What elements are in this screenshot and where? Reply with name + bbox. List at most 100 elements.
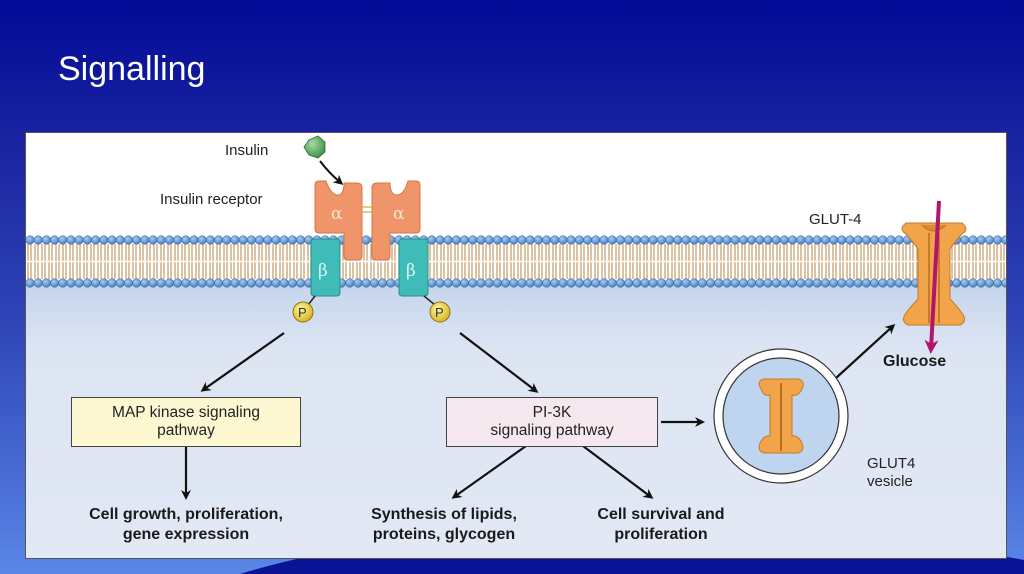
- membrane-phospholipid-head: [287, 235, 297, 245]
- membrane-phospholipid-head: [501, 278, 511, 288]
- membrane-phospholipid-head: [156, 235, 166, 245]
- membrane-phospholipid-head: [779, 278, 789, 288]
- membrane-phospholipid-head: [140, 278, 150, 288]
- receptor-alpha-left: [314, 180, 363, 261]
- membrane-phospholipid-head: [525, 278, 535, 288]
- membrane-phospholipid-head: [870, 278, 880, 288]
- membrane-phospholipid-head: [665, 235, 675, 245]
- membrane-phospholipid-head: [853, 278, 863, 288]
- membrane-phospholipid-head: [115, 278, 125, 288]
- membrane-phospholipid-head: [689, 235, 699, 245]
- membrane-phospholipid-head: [271, 278, 281, 288]
- insulin-receptor-label: Insulin receptor: [160, 191, 263, 208]
- membrane-phospholipid-head: [91, 278, 101, 288]
- membrane-phospholipid-head: [451, 235, 461, 245]
- alpha-label-left: α: [331, 204, 343, 224]
- membrane-phospholipid-head: [99, 278, 109, 288]
- membrane-phospholipid-head: [952, 278, 962, 288]
- glut4-vesicle-label: GLUT4 vesicle: [867, 455, 915, 491]
- membrane-phospholipid-head: [976, 278, 986, 288]
- membrane-phospholipid-head: [591, 235, 601, 245]
- membrane-phospholipid-head: [492, 235, 502, 245]
- membrane-phospholipid-head: [271, 235, 281, 245]
- membrane-phospholipid-head: [648, 235, 658, 245]
- membrane-phospholipid-head: [107, 278, 117, 288]
- membrane-phospholipid-head: [82, 278, 92, 288]
- membrane-phospholipid-head: [58, 278, 68, 288]
- membrane-phospholipid-head: [50, 278, 60, 288]
- receptor-beta-left: [310, 238, 341, 297]
- membrane-phospholipid-head: [173, 278, 183, 288]
- membrane-phospholipid-head: [648, 278, 658, 288]
- membrane-phospholipid-head: [50, 235, 60, 245]
- membrane-phospholipid-head: [845, 235, 855, 245]
- membrane-phospholipid-head: [804, 278, 814, 288]
- membrane-phospholipid-head: [296, 278, 306, 288]
- membrane-phospholipid-head: [197, 235, 207, 245]
- membrane-phospholipid-head: [566, 278, 576, 288]
- membrane-phospholipid-head: [820, 278, 830, 288]
- glut4-vesicle: [713, 348, 849, 484]
- membrane-phospholipid-head: [82, 235, 92, 245]
- membrane-phospholipid-head: [812, 235, 822, 245]
- membrane-phospholipid-head: [615, 235, 625, 245]
- membrane-phospholipid-head: [517, 278, 527, 288]
- membrane-phospholipid-head: [574, 235, 584, 245]
- membrane-phospholipid-head: [107, 235, 117, 245]
- membrane-phospholipid-head: [771, 235, 781, 245]
- membrane-phospholipid-head: [747, 235, 757, 245]
- membrane-phospholipid-head: [697, 235, 707, 245]
- membrane-phospholipid-head: [640, 235, 650, 245]
- membrane-phospholipid-head: [222, 235, 232, 245]
- membrane-phospholipid-head: [156, 278, 166, 288]
- membrane-phospholipid-head: [287, 278, 297, 288]
- membrane-phospholipid-head: [279, 235, 289, 245]
- membrane-phospholipid-head: [624, 278, 634, 288]
- map-kinase-pathway-box: MAP kinase signaling pathway: [71, 397, 301, 447]
- membrane-phospholipid-head: [484, 278, 494, 288]
- membrane-phospholipid-head: [599, 235, 609, 245]
- outcome-survival: Cell survival and proliferation: [571, 505, 751, 545]
- membrane-phospholipid-head: [263, 278, 273, 288]
- membrane-phospholipid-head: [509, 278, 519, 288]
- membrane-phospholipid-head: [878, 278, 888, 288]
- membrane-phospholipid-head: [1001, 235, 1006, 245]
- membrane-phospholipid-head: [173, 235, 183, 245]
- membrane-phospholipid-head: [279, 278, 289, 288]
- outcome-survival-line2: proliferation: [614, 526, 708, 543]
- outcome-cell-growth: Cell growth, proliferation, gene express…: [56, 505, 316, 545]
- membrane-phospholipid-head: [181, 278, 191, 288]
- outcome-synthesis-line2: proteins, glycogen: [372, 526, 516, 543]
- membrane-phospholipid-head: [730, 235, 740, 245]
- membrane-phospholipid-head: [640, 278, 650, 288]
- membrane-phospholipid-head: [591, 278, 601, 288]
- membrane-phospholipid-head: [829, 235, 839, 245]
- membrane-phospholipid-head: [878, 235, 888, 245]
- membrane-phospholipid-head: [599, 278, 609, 288]
- membrane-phospholipid-head: [812, 278, 822, 288]
- membrane-phospholipid-head: [681, 278, 691, 288]
- membrane-phospholipid-head: [697, 278, 707, 288]
- phosphate-label-left: P: [298, 305, 307, 320]
- membrane-phospholipid-head: [74, 235, 84, 245]
- membrane-phospholipid-head: [632, 278, 642, 288]
- membrane-phospholipid-head: [607, 235, 617, 245]
- map-kinase-line2: pathway: [157, 422, 215, 439]
- membrane-phospholipid-head: [804, 235, 814, 245]
- membrane-phospholipid-head: [763, 278, 773, 288]
- membrane-phospholipid-head: [246, 235, 256, 245]
- membrane-phospholipid-head: [26, 278, 35, 288]
- membrane-phospholipid-head: [656, 235, 666, 245]
- membrane-phospholipid-head: [706, 278, 716, 288]
- glut4-vesicle-label-line2: vesicle: [867, 473, 913, 490]
- membrane-phospholipid-head: [886, 278, 896, 288]
- glucose-label: Glucose: [883, 353, 947, 370]
- membrane-phospholipid-head: [673, 235, 683, 245]
- membrane-phospholipid-head: [99, 235, 109, 245]
- arrow-vesicle-to-membrane: [835, 323, 896, 379]
- membrane-phospholipid-head: [205, 278, 215, 288]
- membrane-phospholipid-head: [665, 278, 675, 288]
- membrane-phospholipid-head: [574, 278, 584, 288]
- membrane-phospholipid-head: [820, 235, 830, 245]
- membrane-phospholipid-head: [779, 235, 789, 245]
